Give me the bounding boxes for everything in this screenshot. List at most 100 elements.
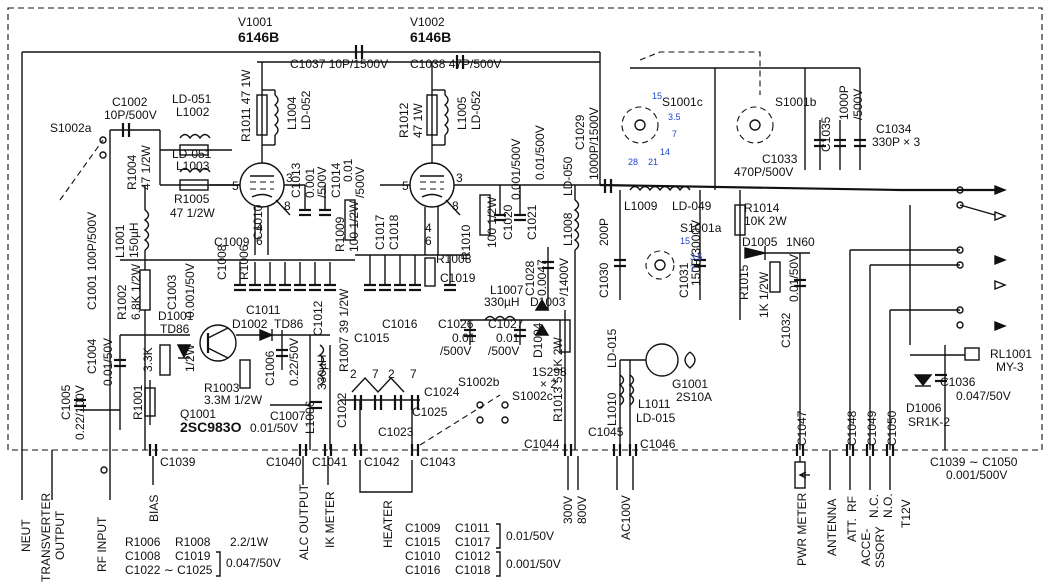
label-c1016: C1016 [382,317,418,331]
choke-l1008 [573,199,580,251]
label-c1011: C1011 [246,303,281,317]
label-c1002-value: 10P/500V [104,108,157,122]
label-c1049: C1049 [865,410,879,446]
label-c1017: C1017 [373,214,387,250]
label-q1001: Q1001 [180,407,216,421]
note-text: C1008 [125,549,161,563]
label-c1036: C1036 [940,375,976,389]
resistor-r1003 [239,359,251,389]
label-c1014-value: 0.01 [341,158,355,182]
note-text: C1010 [405,549,441,563]
terminal-nc: N.C. [867,494,881,518]
label-l1007-value: 330µH [484,295,520,309]
label-c1046: C1046 [640,437,676,451]
wire [207,327,229,339]
wire [639,51,761,95]
label-c1034-value: 330P × 3 [872,135,920,149]
label-ld050: LD-050 [561,156,575,196]
label-r1014-value: 10K 2W [744,214,787,228]
pin-label: 3 [286,171,293,185]
label-c1028-rating: /1400V [557,258,571,296]
label-l1001: L1001 [113,224,127,258]
band-label: 3.5 [690,252,703,262]
terminal-12v: T12V [899,499,913,528]
coil-l1009 [629,185,691,192]
label-c1040: C1040 [266,455,302,469]
tube-v1002-ref: V1002 [410,15,445,29]
pin-label: 8 [284,199,291,213]
label-c1014-rating: /500V [353,167,367,198]
label-ld015: LD-015 [605,328,619,368]
label-c1039-c1050: C1039 ∼ C1050 [930,455,1018,469]
label-s1002a: S1002a [50,121,92,135]
label-d1001: D1001 [158,309,194,323]
label-r1006: R1006 [237,244,251,280]
note-text: C1017 [455,535,491,549]
antenna-line [599,183,901,192]
label-r1015-value: 1K 1/2W [757,271,771,318]
choke-l1006 [318,344,325,386]
label-c1037: C1037 10P/1500V [290,57,388,71]
label-r1004-value: 47 1/2W [139,145,153,190]
pin-label: 4 [256,221,263,235]
tube-v1002 [409,162,455,208]
choke-l1011 [628,374,635,406]
pin-label: 8 [452,199,459,213]
note-text: C1011 [455,521,490,535]
diode-d1003 [534,298,550,311]
diode-d1005 [744,247,766,259]
label-c1001: C1001 100P/500V [85,212,99,310]
tube-v1001 [239,162,285,208]
label-c1015: C1015 [354,331,390,345]
label-c1029: C1029 [573,114,587,150]
label-c1021: C1021 [525,204,539,240]
label-c1045: C1045 [588,425,624,439]
terminal-neut: NEUT [19,519,33,552]
label-l1001-value: 150µH [127,222,141,258]
label-l1006: L1006 [303,400,317,434]
terminal-accessory-2: SSORY [873,526,887,568]
wire [654,259,666,271]
label-c1026-rating: /500V [440,344,471,358]
label-q1001-type: 2SC983O [180,419,242,435]
label-r1014: R1014 [744,201,780,215]
feedthrough-caps [148,444,895,456]
note-text: 0.001/50V [506,557,561,571]
switch-s1001c [621,106,659,144]
resistor-r1014 [734,204,746,236]
band-label: 3.5 [668,112,681,122]
band-label: 28 [628,157,638,167]
label-l1003: L1003 [176,159,210,173]
label-r1015: R1015 [737,264,751,300]
note-text: C1019 [175,549,211,563]
label-c1027-value: 0.01 [496,331,520,345]
label-l1004: L1004 [285,96,299,130]
resistor-r1015 [769,261,781,293]
terminal-transverter: TRANSVERTER [39,493,53,582]
label-c1035-value: 1000P [837,85,851,120]
label-r1005: R1005 [174,192,210,206]
label-c1027-rating: /500V [488,344,519,358]
label-c1004: C1004 [85,338,99,374]
pin-label: 3 [456,171,463,185]
label-c1041: C1041 [312,455,348,469]
label-c1043: C1043 [420,455,456,469]
wire [421,193,443,198]
terminal-heater: HEATER [381,500,395,548]
label-c1013-value: 0.001 [303,168,317,198]
terminal-accessory: ACCE- [859,529,873,566]
wire [445,199,461,216]
label-c1048: C1048 [845,410,859,446]
label-c1019: C1019 [440,271,476,285]
label-td86: TD86 [274,317,304,331]
label-r1003: R1003 [204,381,240,395]
label-c1009: C1009 [214,235,250,249]
label-r1002: R1002 [115,284,129,320]
resistor-3k3 [159,344,171,376]
label-r1013: R1013 5.1K 2W [551,337,565,422]
label-s1001b: S1001b [775,95,817,109]
switch-s1002b [419,394,501,446]
label-l1002: L1002 [176,105,210,119]
label-r1004: R1004 [125,154,139,190]
label-c1030: C1030 [597,262,611,298]
